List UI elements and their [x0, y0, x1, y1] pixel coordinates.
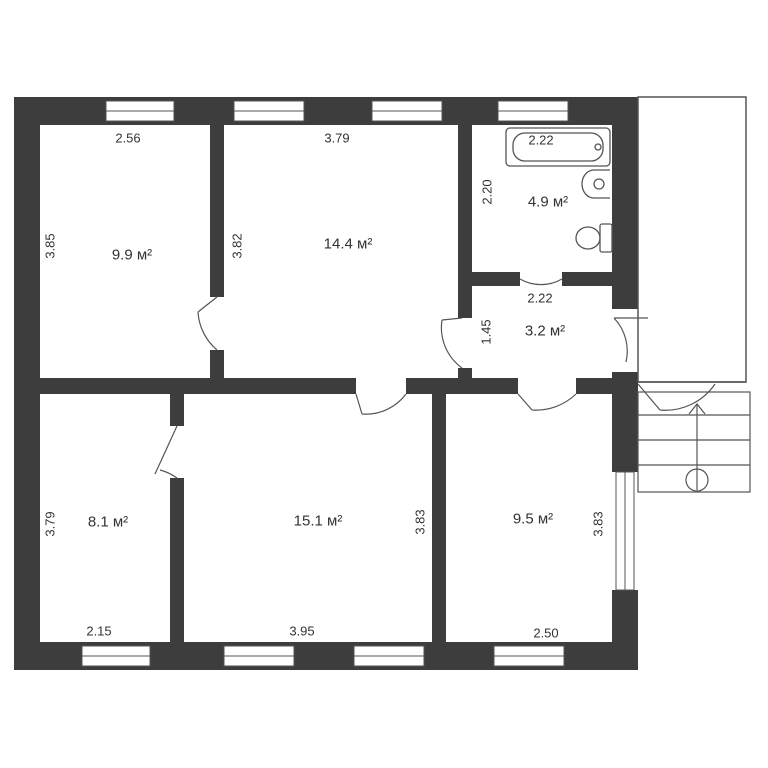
room-width-label: 3.95 — [289, 623, 315, 639]
door-arc — [154, 425, 178, 479]
wall-hall-left-low — [458, 368, 472, 380]
room-width-label: 2.15 — [86, 623, 112, 639]
room-area-label: 4.9 м² — [527, 193, 569, 211]
room-width-label: 3.79 — [324, 130, 350, 146]
wall-sw-partition — [170, 478, 184, 644]
wall-middle-hall — [456, 378, 518, 394]
room-height-label: 1.45 — [478, 319, 494, 345]
room-height-label: 3.83 — [412, 509, 428, 535]
room-height-label: 2.20 — [479, 179, 495, 205]
door-arc — [197, 296, 218, 351]
sink-icon — [581, 169, 610, 199]
door-arc — [613, 317, 648, 363]
wall-bath-bottom-left — [472, 272, 520, 286]
balcony — [637, 96, 747, 383]
stairs-outline — [637, 391, 751, 493]
door-arc — [440, 317, 463, 369]
room-area-label: 9.9 м² — [111, 246, 153, 264]
room-area-label: 3.2 м² — [524, 322, 566, 340]
wall-sw-partition-top — [170, 394, 184, 426]
room-area-label: 15.1 м² — [293, 512, 343, 530]
wall-left — [14, 97, 40, 670]
room-area-label: 8.1 м² — [87, 513, 129, 531]
bathtub-icon — [505, 127, 611, 167]
doors — [154, 278, 716, 479]
walls — [14, 97, 638, 670]
room-width-label: 2.50 — [533, 625, 559, 641]
door-arc — [355, 393, 407, 415]
room-height-label: 3.83 — [590, 511, 606, 537]
wall-nw-partition-low — [210, 350, 224, 380]
balcony-outline — [637, 96, 747, 383]
entrance-stairs — [637, 391, 751, 493]
room-height-label: 3.82 — [229, 233, 245, 259]
wall-middle-right — [576, 378, 616, 394]
wall-se-partition — [432, 394, 446, 644]
room-width-label: 2.56 — [115, 130, 141, 146]
wall-bath-bottom-right — [562, 272, 614, 286]
room-area-label: 14.4 м² — [323, 235, 373, 253]
wall-middle-left — [40, 378, 356, 394]
wall-middle-center — [406, 378, 462, 394]
room-height-label: 3.85 — [42, 233, 58, 259]
door-arc — [519, 278, 563, 286]
wall-bath-left — [458, 125, 472, 318]
room-height-label: 3.79 — [42, 511, 58, 537]
wall-right-mid — [612, 372, 638, 472]
toilet-icon — [575, 223, 613, 253]
wall-right-upper — [612, 97, 638, 309]
door-arc — [517, 393, 577, 411]
wall-right-lower — [612, 590, 638, 670]
entrance-arrowhead-icon — [688, 403, 706, 415]
room-area-label: 9.5 м² — [512, 510, 554, 528]
room-width-label: 2.22 — [528, 132, 554, 148]
room-width-label: 2.22 — [527, 290, 553, 306]
door-arc — [637, 383, 716, 411]
wall-nw-partition — [210, 125, 224, 297]
